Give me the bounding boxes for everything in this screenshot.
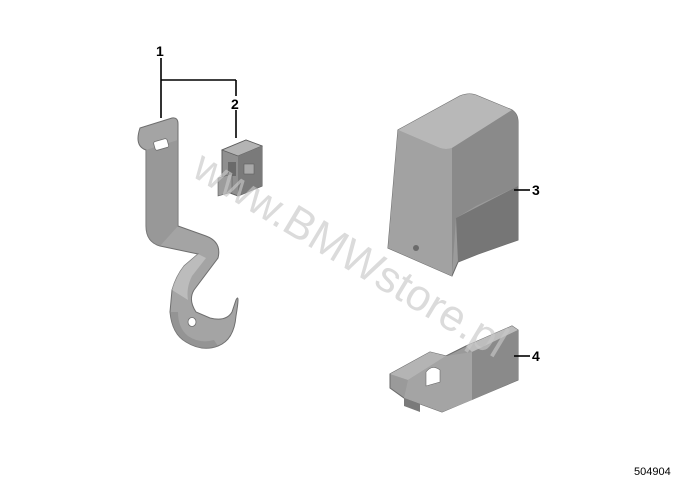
part-3-cover [387, 93, 519, 277]
part-4-holder [389, 325, 519, 413]
callout-4: 4 [532, 348, 540, 364]
leader-lines [160, 58, 530, 357]
callout-3: 3 [532, 182, 540, 198]
callout-1: 1 [156, 43, 164, 59]
part-2-clip [217, 139, 264, 197]
diagram-number: 504904 [634, 466, 671, 478]
callout-2: 2 [231, 96, 239, 112]
part-1-bracket [137, 117, 239, 349]
